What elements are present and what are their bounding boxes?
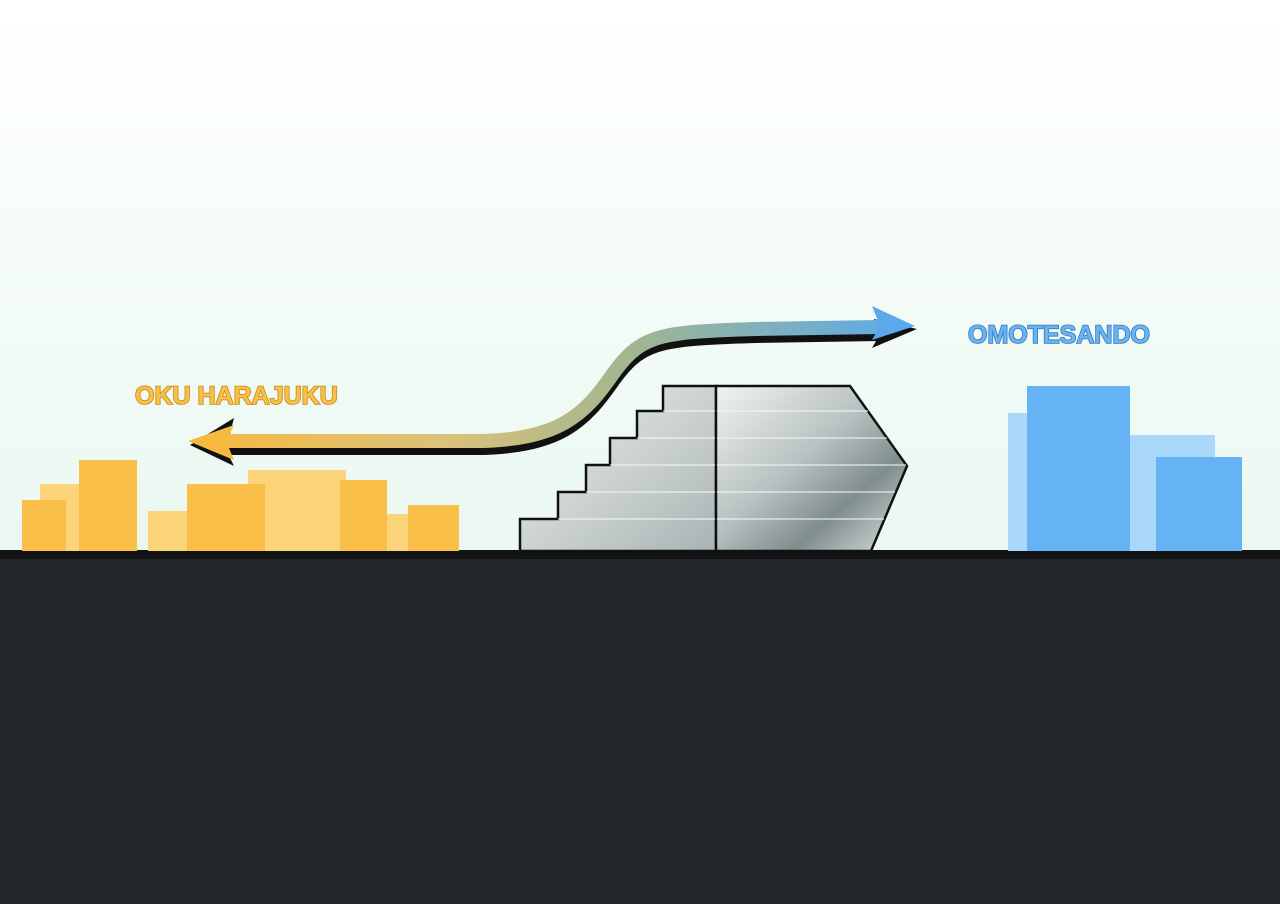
building-light [148,511,190,551]
omotesando-label: OMOTESANDO [968,321,1150,349]
oku-harajuku-label: OKU HARAJUKU [135,382,338,410]
floor-lines [558,410,906,520]
building [340,480,387,551]
building [79,460,137,551]
building [22,500,66,551]
building [187,484,265,551]
arrow-right-icon [872,306,915,340]
central-building [518,384,909,553]
building [408,505,459,551]
stepped-facade [518,384,718,553]
building [1156,457,1242,551]
ground-line [0,550,1280,559]
flow-arrow [188,306,915,460]
omotesando-buildings [1008,386,1242,551]
arrow-left-icon [188,425,234,460]
building [1027,386,1130,551]
ground [0,552,1280,904]
building-light [384,514,412,551]
oku-harajuku-buildings [22,460,459,551]
